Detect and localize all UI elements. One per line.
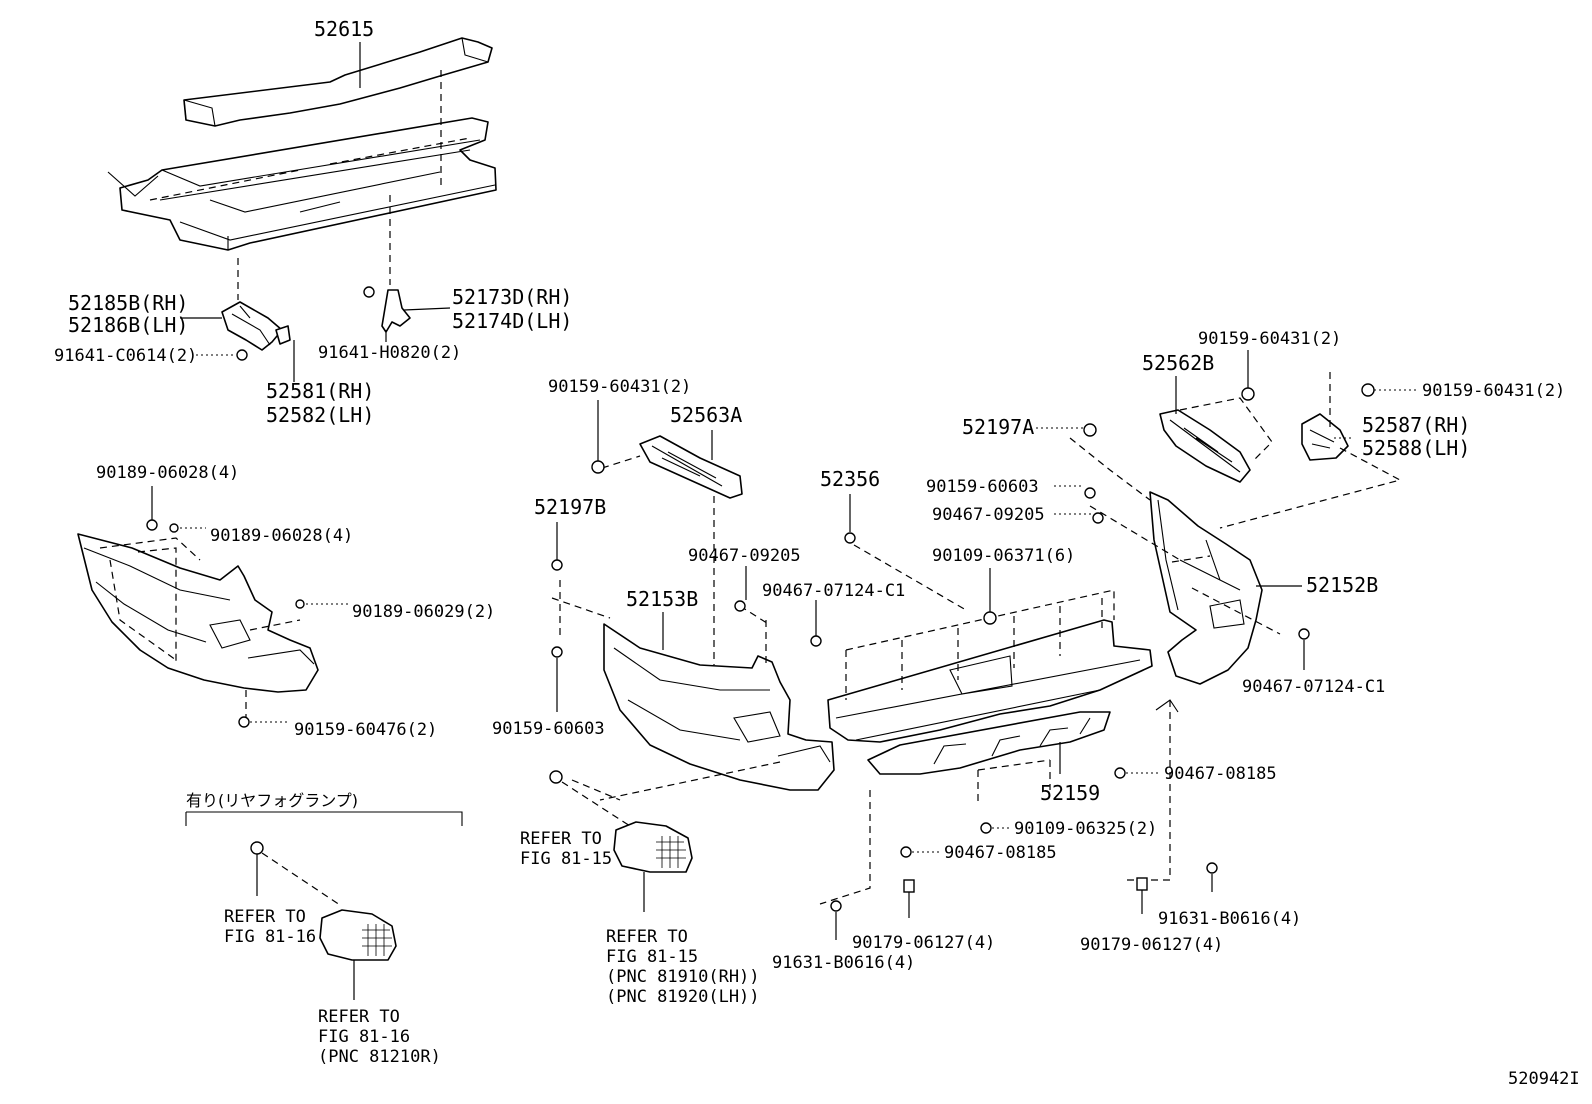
bumper-cover-52152b xyxy=(1069,423,1310,713)
label-52563a: 52563A xyxy=(670,403,742,427)
screw-90467-b-icon xyxy=(900,846,912,858)
label-52197b: 52197B xyxy=(534,495,606,519)
label-90467-09205-b: 90467-09205 xyxy=(932,505,1045,525)
ref-fig-81-15-b-line4: (PNC 81920(LH)) xyxy=(606,987,760,1007)
leader-lines xyxy=(151,42,1418,1000)
label-90109-06371: 90109-06371(6) xyxy=(932,546,1075,566)
ref-fig-81-16-b-line1: REFER TO xyxy=(318,1007,400,1027)
valance-52159 xyxy=(819,589,1171,905)
bumper-cover-left-small xyxy=(77,519,319,728)
label-52174d: 52174D(LH) xyxy=(452,309,572,333)
label-52615: 52615 xyxy=(314,17,374,41)
bracket-52587 xyxy=(1219,372,1402,529)
ref-fig-81-15-b-line3: (PNC 81910(RH)) xyxy=(606,967,760,987)
label-90467-09205-a: 90467-09205 xyxy=(688,546,801,566)
label-90159-60476: 90159-60476(2) xyxy=(294,720,437,740)
fog-lamp-81-16 xyxy=(250,841,397,961)
bracket-52185b xyxy=(221,301,291,351)
label-90159-60603-b: 90159-60603 xyxy=(926,477,1039,497)
label-90467-08185-b: 90467-08185 xyxy=(944,843,1057,863)
label-52562b: 52562B xyxy=(1142,351,1214,375)
bracket-52173d xyxy=(363,286,411,333)
ref-fig-81-16-a-line1: REFER TO xyxy=(224,907,306,927)
label-90189-06029: 90189-06029(2) xyxy=(352,602,495,622)
label-91631-b0616-a: 91631-B0616(4) xyxy=(772,953,915,973)
label-52186b: 52186B(LH) xyxy=(68,313,188,337)
diagram-id: 520942I xyxy=(1508,1069,1580,1089)
bolt-91641-icon xyxy=(236,349,248,361)
label-52197a: 52197A xyxy=(962,415,1034,439)
fog-option-note: 有り(リヤフォグランプ) xyxy=(186,791,358,810)
clip-52356-icon xyxy=(844,532,856,544)
label-90159-60431-c: 90159-60431(2) xyxy=(1422,381,1565,401)
label-91641-c0614: 91641-C0614(2) xyxy=(54,346,197,366)
ref-fig-81-15-b-line1: REFER TO xyxy=(606,927,688,947)
label-90159-60431-b: 90159-60431(2) xyxy=(1198,329,1341,349)
label-90467-07124-c1-a: 90467-07124-C1 xyxy=(762,581,905,601)
label-52356: 52356 xyxy=(820,467,880,491)
ref-fig-81-15-b-line2: FIG 81-15 xyxy=(606,947,698,967)
label-52185b: 52185B(RH) xyxy=(68,291,188,315)
bolt-90109-06325-icon xyxy=(980,822,992,834)
label-90467-08185-a: 90467-08185 xyxy=(1164,764,1277,784)
label-52173d: 52173D(RH) xyxy=(452,285,572,309)
label-91631-b0616-b: 91631-B0616(4) xyxy=(1158,909,1301,929)
fog-lamp-81-15 xyxy=(549,770,693,873)
label-52588: 52588(LH) xyxy=(1362,436,1470,460)
label-90109-06325: 90109-06325(2) xyxy=(1014,819,1157,839)
label-91641-h0820: 91641-H0820(2) xyxy=(318,343,461,363)
label-90159-60603-a: 90159-60603 xyxy=(492,719,605,739)
bracket-52562b xyxy=(1159,387,1273,483)
fog-option-bracket xyxy=(185,811,463,826)
label-90179-06127-a: 90179-06127(4) xyxy=(852,933,995,953)
ref-fig-81-16-a-line2: FIG 81-16 xyxy=(224,927,316,947)
label-90467-07124-c1-b: 90467-07124-C1 xyxy=(1242,677,1385,697)
label-52587: 52587(RH) xyxy=(1362,413,1470,437)
absorber-52615 xyxy=(183,37,493,127)
ref-fig-81-15-a-line2: FIG 81-15 xyxy=(520,849,612,869)
nut-90179-icon xyxy=(903,879,915,893)
label-52153b: 52153B xyxy=(626,587,698,611)
bolt-90109-icon xyxy=(983,611,997,625)
ref-fig-81-16-b-line2: FIG 81-16 xyxy=(318,1027,410,1047)
nut-90179-b-icon xyxy=(1136,877,1148,891)
label-90189-06028-b: 90189-06028(4) xyxy=(210,526,353,546)
label-90159-60431-a: 90159-60431(2) xyxy=(548,377,691,397)
label-52159: 52159 xyxy=(1040,781,1100,805)
bolt-91631-b-icon xyxy=(1206,862,1218,874)
label-90189-06028-a: 90189-06028(4) xyxy=(96,463,239,483)
screw-90467-icon xyxy=(1114,767,1126,779)
bumper-cover-52153b xyxy=(551,559,835,801)
bolt-91631-icon xyxy=(830,900,842,912)
label-52581: 52581(RH) xyxy=(266,379,374,403)
label-52152b: 52152B xyxy=(1306,573,1378,597)
rear-reinforcement xyxy=(107,70,497,300)
ref-fig-81-16-b-line3: (PNC 81210R) xyxy=(318,1047,441,1067)
bracket-52563a xyxy=(591,435,743,665)
label-52582: 52582(LH) xyxy=(266,403,374,427)
ref-fig-81-15-a-line1: REFER TO xyxy=(520,829,602,849)
clip-52356-line xyxy=(853,544,967,611)
label-90179-06127-b: 90179-06127(4) xyxy=(1080,935,1223,955)
